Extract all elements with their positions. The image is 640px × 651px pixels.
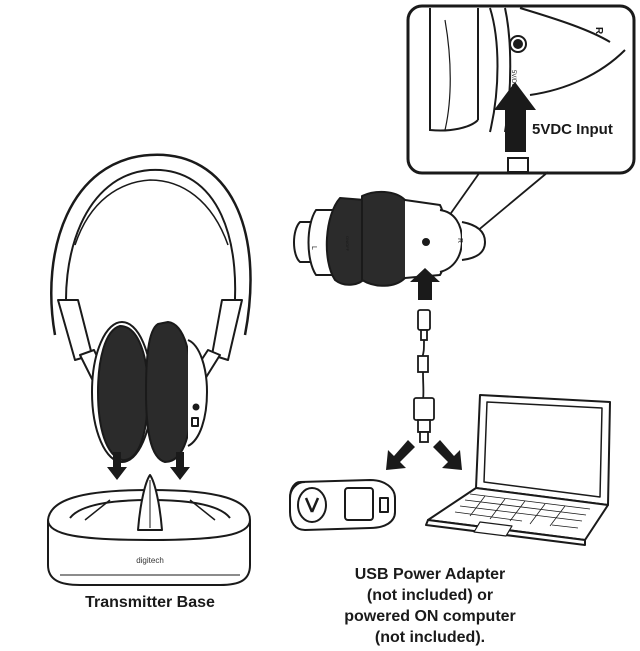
- input-callout-label: 5VDC Input: [532, 121, 613, 138]
- arrow-down-left-diag-icon: [386, 440, 415, 470]
- usb-cable: [413, 309, 435, 443]
- usb-adapter-caption: USB Power Adapter (not included) or powe…: [330, 564, 530, 648]
- arrow-up-small-icon: [410, 268, 440, 300]
- down-arrows-to-base: [107, 452, 190, 480]
- base-logo: digitech: [136, 556, 164, 565]
- callout-port-label: 5V/DC: [510, 70, 516, 88]
- headphones-side-view: [293, 190, 486, 287]
- headphones-illustration: [50, 153, 252, 463]
- laptop: [425, 394, 611, 546]
- callout-ear-right: R: [593, 27, 604, 35]
- arrow-down-right-icon: [170, 452, 190, 480]
- transmitter-base-label: Transmitter Base: [85, 594, 215, 611]
- arrow-down-right-diag-icon: [433, 440, 462, 470]
- side-ear-right: R: [456, 238, 463, 243]
- input-callout-box: R 5V/DC: [406, 4, 636, 175]
- side-volume-label: ON/OFF: [345, 236, 350, 252]
- arrow-up-large-icon: [494, 82, 536, 152]
- usb-caption-line: powered ON computer: [344, 608, 516, 625]
- arrow-down-left-icon: [107, 452, 127, 480]
- usb-caption-line: USB Power Adapter: [354, 566, 506, 583]
- usb-power-adapter: [289, 479, 396, 531]
- usb-caption-line: (not included).: [374, 629, 486, 646]
- diagonal-arrows: [386, 440, 462, 470]
- transmitter-base: [47, 474, 251, 586]
- usb-caption-line: (not included) or: [366, 587, 494, 604]
- side-ear-left: L: [310, 246, 317, 250]
